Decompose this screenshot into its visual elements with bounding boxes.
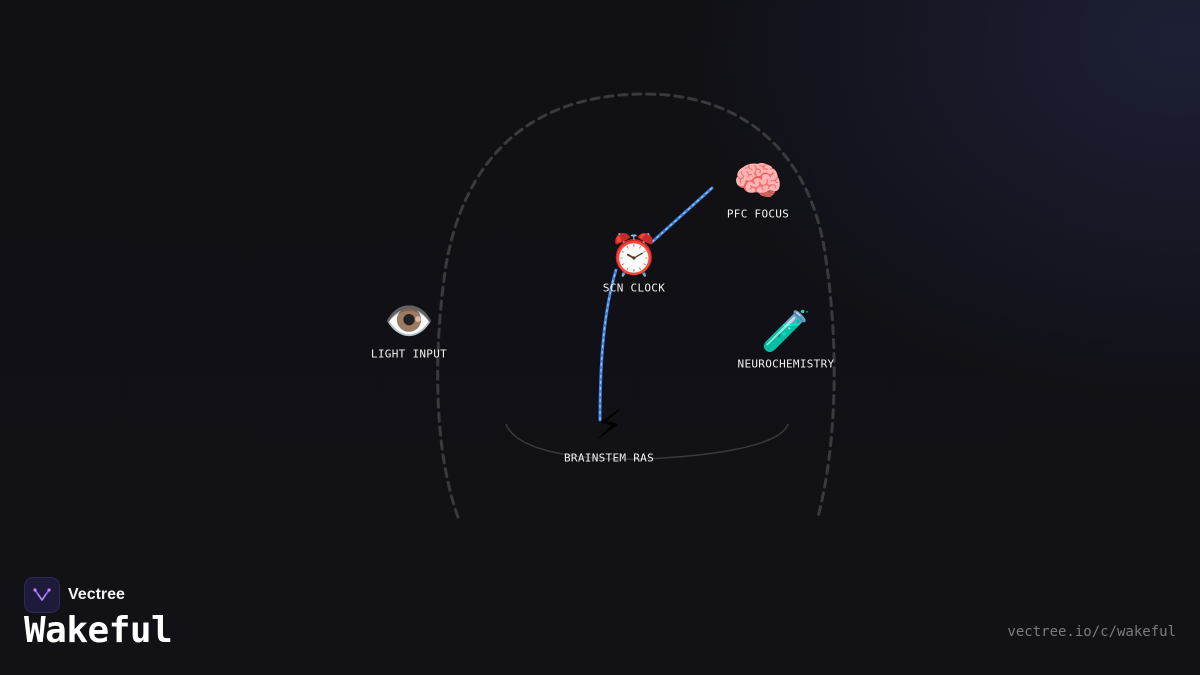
page-url[interactable]: vectree.io/c/wakeful [1007,624,1176,640]
node-neuro[interactable]: 🧪 NEUROCHEMISTRY [738,310,835,371]
lightning-icon: ⚡ [594,402,624,449]
page-title: Wakeful [24,610,173,651]
eye-icon: 👁️ [384,298,434,345]
test-tube-icon: 🧪 [761,308,811,355]
node-ras[interactable]: ⚡ BRAINSTEM RAS [564,404,654,465]
alarm-clock-icon: ⏰ [609,232,659,279]
node-label: PFC FOCUS [726,207,790,221]
brainstem-curve [505,423,789,461]
node-label: NEUROCHEMISTRY [737,357,835,371]
node-label: LIGHT INPUT [370,347,448,361]
node-label: BRAINSTEM RAS [564,451,654,465]
node-label: SCN CLOCK [602,281,666,295]
brain-icon: 🧠 [733,158,783,205]
vectree-logo-icon [24,577,60,613]
node-light[interactable]: 👁️ LIGHT INPUT [371,300,447,361]
edge-flow-ras-scn [599,269,617,421]
node-pfc[interactable]: 🧠 PFC FOCUS [727,160,789,221]
edge-flow-scn-pfc [651,187,713,243]
edges [598,186,714,422]
node-scn[interactable]: ⏰ SCN CLOCK [603,234,665,295]
brand[interactable]: Vectree [24,577,125,613]
brand-name: Vectree [68,586,125,603]
head-outline [436,92,836,519]
